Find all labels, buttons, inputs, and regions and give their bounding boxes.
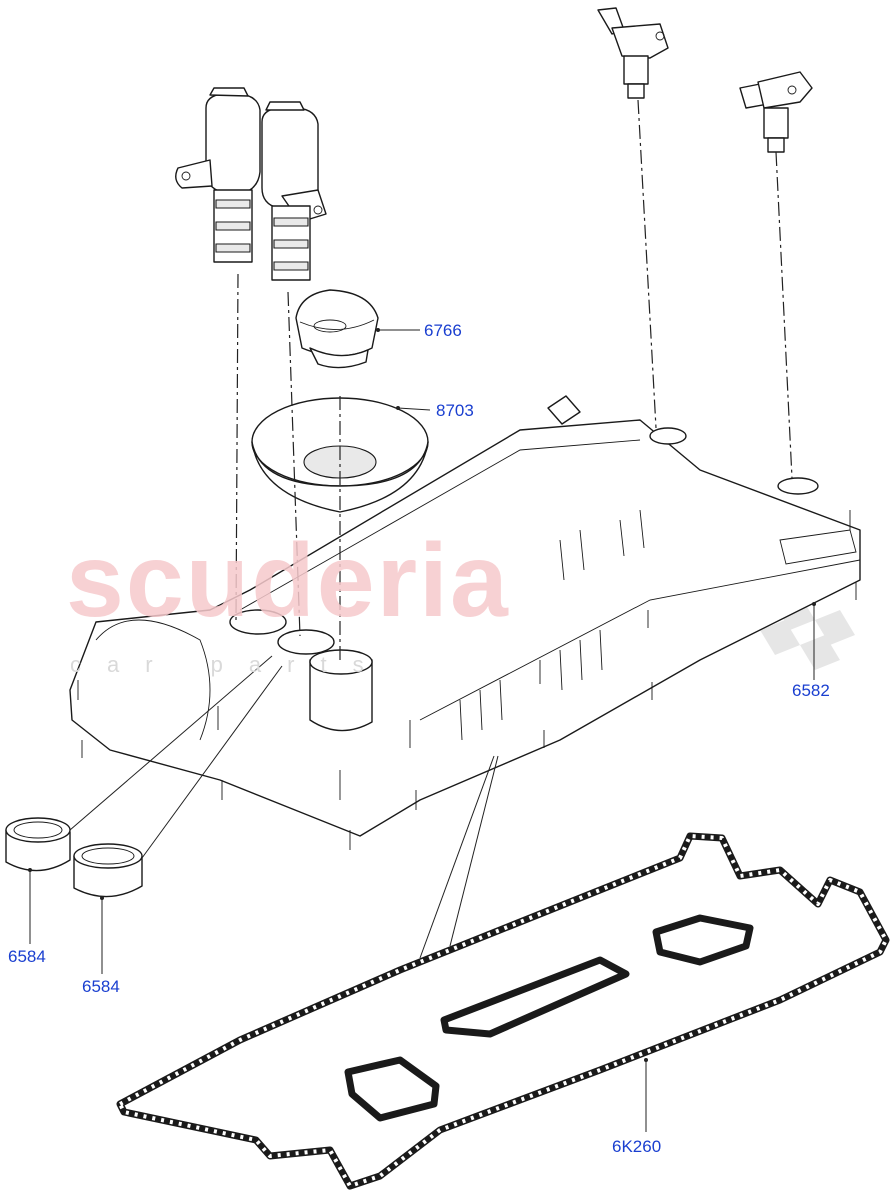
oil-filler-cap[interactable]: [295, 289, 379, 369]
vvt-solenoid-icon[interactable]: [175, 87, 327, 281]
cam-cover[interactable]: [69, 395, 861, 850]
seal-right[interactable]: [73, 843, 143, 898]
leader-lines: [28, 328, 816, 1132]
callout-seal-right[interactable]: 6584: [82, 977, 120, 996]
cover-gasket[interactable]: [116, 832, 890, 1190]
assembly-lines: [235, 99, 793, 660]
seal-left[interactable]: [5, 817, 71, 872]
callout-oil-filler-cap[interactable]: 6766: [424, 321, 462, 340]
callout-seal-left[interactable]: 6584: [8, 947, 46, 966]
callout-cover-gasket[interactable]: 6K260: [612, 1137, 662, 1156]
camshaft-sensor-icon[interactable]: [597, 7, 813, 153]
callout-cam-cover[interactable]: 6582: [792, 681, 830, 700]
watermark-brand: scuderia: [66, 523, 510, 639]
callout-filler-funnel[interactable]: 8703: [436, 401, 474, 420]
watermark-sub: car parts: [70, 652, 390, 677]
